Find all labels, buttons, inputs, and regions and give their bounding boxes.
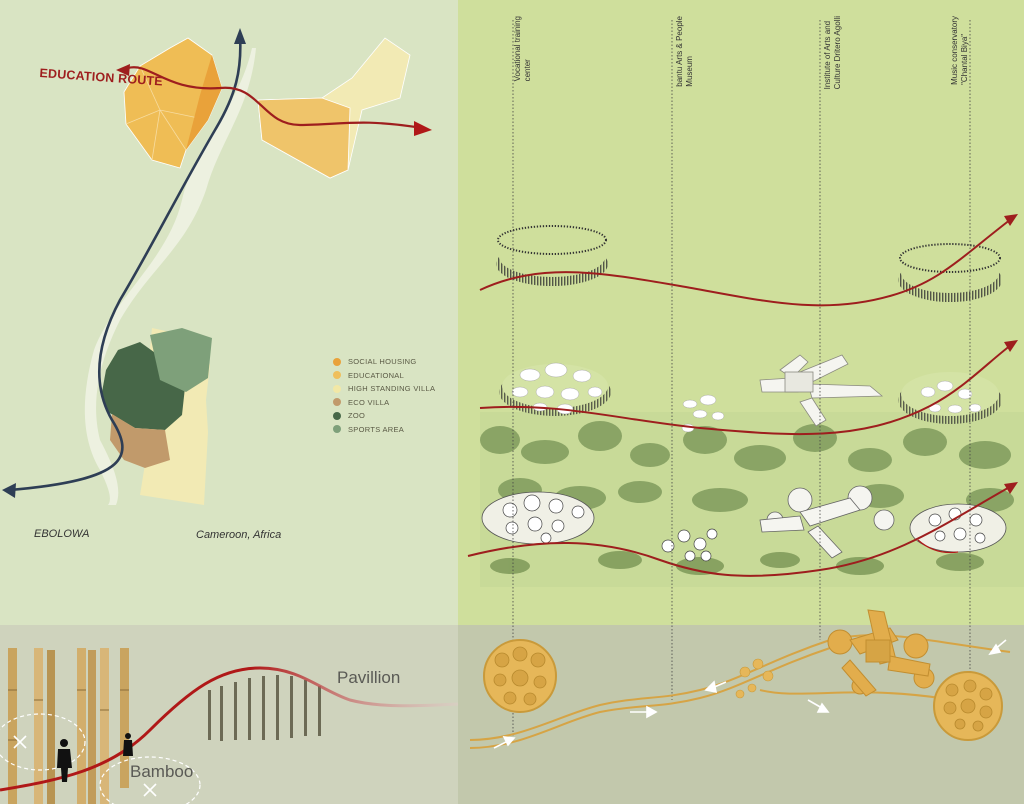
legend-swatch: [333, 425, 341, 433]
bottom-band-left: [0, 625, 458, 804]
building-label-conservatory: Music conservatory "Chantal Biya": [950, 16, 970, 85]
building-label-institute: Institute of Arts and Culture Dritero Ag…: [823, 16, 843, 89]
country-label: Cameroon, Africa: [196, 529, 281, 541]
legend-item-eco-villa: ECO VILLA: [333, 396, 435, 409]
legend: SOCIAL HOUSING EDUCATIONAL HIGH STANDING…: [333, 355, 435, 436]
gold-circle-right: [934, 672, 1002, 740]
building-label-vocational: Vocational training center: [513, 16, 533, 81]
legend-label: ZOO: [348, 411, 365, 420]
legend-item-sports-area: SPORTS AREA: [333, 423, 435, 436]
bottom-platform-right: [910, 504, 1006, 553]
legend-item-educational: EDUCATIONAL: [333, 369, 435, 382]
pavillion-label: Pavillion: [337, 668, 400, 688]
legend-label: SOCIAL HOUSING: [348, 357, 417, 366]
legend-item-zoo: ZOO: [333, 409, 435, 422]
legend-item-social-housing: SOCIAL HOUSING: [333, 355, 435, 368]
legend-label: EDUCATIONAL: [348, 371, 404, 380]
bamboo-label: Bamboo: [130, 762, 193, 782]
legend-label: SPORTS AREA: [348, 425, 404, 434]
legend-swatch: [333, 398, 341, 406]
bottom-platform-left: [482, 492, 594, 544]
legend-swatch: [333, 385, 341, 393]
legend-swatch: [333, 371, 341, 379]
city-label: EBOLOWA: [34, 528, 89, 540]
legend-item-high-standing-villa: HIGH STANDING VILLA: [333, 382, 435, 395]
building-label-museum: bantu Arts & People Museum: [675, 16, 695, 87]
middle-cylinder-right: [898, 372, 1002, 424]
legend-label: ECO VILLA: [348, 398, 389, 407]
gold-circle-left: [484, 640, 556, 712]
legend-label: HIGH STANDING VILLA: [348, 384, 435, 393]
legend-swatch: [333, 358, 341, 366]
legend-swatch: [333, 412, 341, 420]
